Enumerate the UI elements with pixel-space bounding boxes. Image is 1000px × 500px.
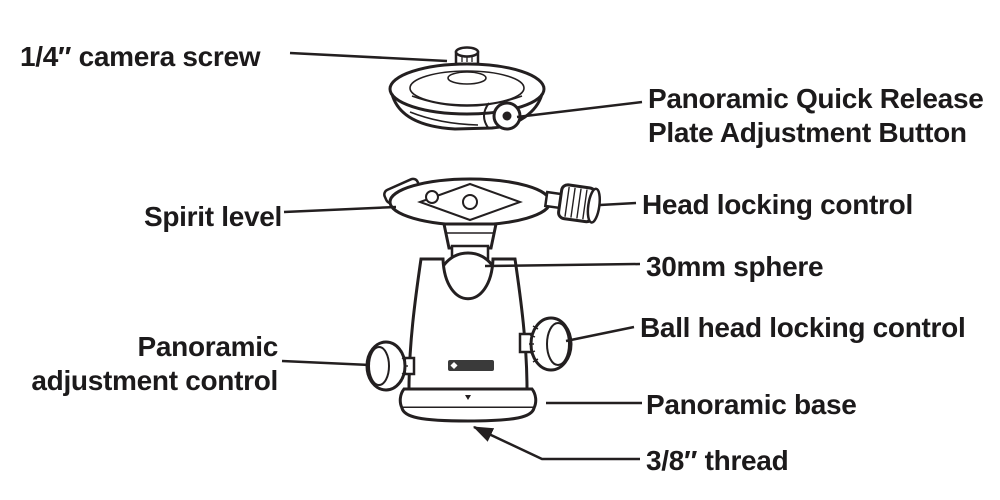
- spirit-level-drawing: [425, 190, 439, 204]
- leader-camera-screw: [289, 51, 448, 63]
- brand-logo: [448, 360, 494, 371]
- leader-sphere: [484, 262, 641, 268]
- base-drawing: [398, 387, 538, 423]
- label-sphere: 30mm sphere: [646, 251, 824, 282]
- leader-qr-button: [516, 100, 643, 119]
- leader-head-locking: [599, 201, 637, 207]
- label-ball-lock: Ball head locking control: [640, 312, 966, 343]
- camera-screw-drawing: [454, 46, 480, 66]
- label-spirit-level: Spirit level: [143, 201, 282, 232]
- leader-ball-lock: [565, 325, 635, 343]
- qr-button-drawing: [483, 101, 522, 131]
- head-lock-knob-drawing: [543, 183, 602, 224]
- label-head-locking: Head locking control: [642, 189, 913, 220]
- label-base: Panoramic base: [646, 389, 857, 420]
- leader-thread: [472, 425, 640, 461]
- housing-drawing: [407, 257, 529, 391]
- label-camera-screw: 1/4″ camera screw: [20, 41, 261, 72]
- clamp-drawing: [383, 177, 552, 250]
- label-pan-adjust: Panoramic adjustment control: [31, 331, 278, 396]
- pan-knob-drawing: [365, 340, 416, 392]
- leader-pan-adjust: [281, 359, 371, 367]
- label-qr-button: Panoramic Quick Release Plate Adjustment…: [648, 83, 984, 148]
- ball-lock-knob-drawing: [518, 316, 573, 372]
- label-thread: 3/8″ thread: [646, 445, 789, 476]
- leader-spirit-level: [283, 205, 397, 214]
- qr-plate-drawing: [388, 62, 546, 131]
